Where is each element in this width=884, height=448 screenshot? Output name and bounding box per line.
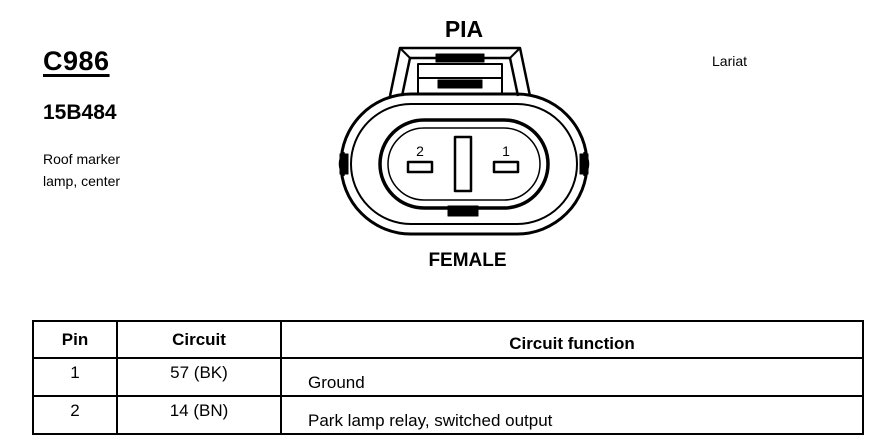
row-circuit: 14 (BN) [116, 395, 282, 435]
row-circuit: 57 (BK) [116, 357, 282, 397]
table-header-row: Pin Circuit Circuit function [32, 320, 864, 359]
row-pin: 2 [32, 395, 118, 435]
connector-face-diagram: 2 1 [338, 46, 590, 236]
bottom-notch [447, 205, 479, 217]
row-function: Park lamp relay, switched output [280, 395, 864, 435]
table-row: 2 14 (BN) Park lamp relay, switched outp… [32, 395, 864, 435]
connector-body-inner [350, 103, 578, 225]
view-label: PIA [444, 16, 484, 42]
pin-cavity-1 [492, 160, 520, 174]
connector-location: Roof marker lamp, center [43, 148, 120, 192]
pin-table: Pin Circuit Circuit function 1 57 (BK) G… [32, 320, 864, 435]
header-pin: Pin [32, 320, 118, 359]
connector-gender: FEMALE [428, 250, 507, 271]
location-line-2: lamp, center [43, 173, 121, 189]
row-function: Ground [280, 357, 864, 397]
center-key [453, 135, 473, 193]
part-number: 15B484 [43, 101, 117, 124]
location-line-1: Roof marker [43, 151, 121, 167]
connector-id: C986 [43, 46, 110, 76]
pin-cavity-2 [406, 160, 434, 174]
table-row: 1 57 (BK) Ground [32, 357, 864, 397]
header-circuit: Circuit [116, 320, 282, 359]
row-pin: 1 [32, 357, 118, 397]
locking-tab [388, 46, 532, 97]
trim-level: Lariat [712, 53, 748, 69]
header-circuit-function: Circuit function [280, 320, 864, 359]
pin-label-1: 1 [502, 143, 510, 159]
pin-label-2: 2 [416, 143, 424, 159]
